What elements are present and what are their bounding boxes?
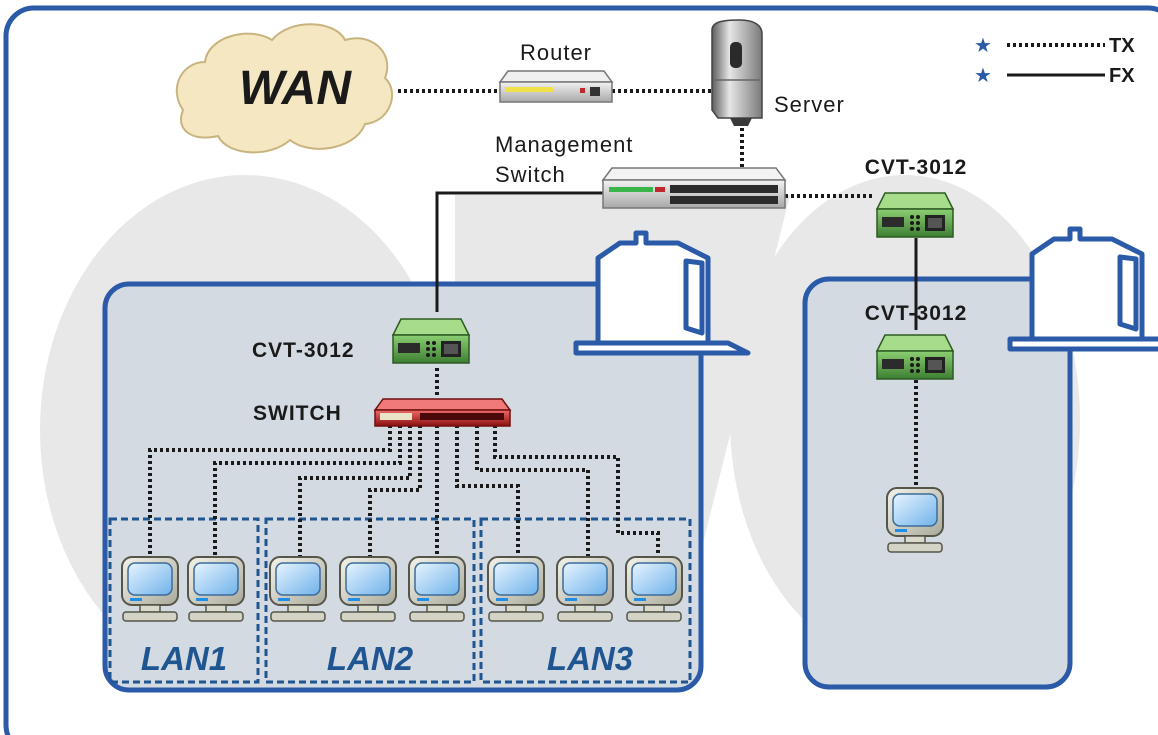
computer-icon <box>625 556 683 622</box>
legend-fx-label: FX <box>1109 65 1135 87</box>
computer-icon <box>556 556 614 622</box>
computer-icon <box>886 487 944 553</box>
computer-icon <box>187 556 245 622</box>
server-icon <box>711 19 763 126</box>
lan1-group <box>108 517 260 684</box>
computer-icon <box>121 556 179 622</box>
computer-icon <box>339 556 397 622</box>
computer-icon <box>269 556 327 622</box>
router-icon <box>498 70 614 103</box>
converter-right-bottom-label: CVT-3012 <box>865 302 968 325</box>
converter-icon-left <box>392 318 470 364</box>
converter-icon-right-top <box>876 192 954 238</box>
management-switch-label-line2: Switch <box>495 162 566 187</box>
lan3-group <box>479 517 692 684</box>
building-left <box>102 281 704 693</box>
wan-cloud-icon: WAN <box>175 23 394 154</box>
server-label: Server <box>774 92 845 117</box>
lan3-label: LAN3 <box>547 640 633 677</box>
star-icon: ★ <box>974 63 992 87</box>
computer-icon <box>408 556 466 622</box>
lan1-label: LAN1 <box>141 640 227 677</box>
converter-right-top-label: CVT-3012 <box>865 156 968 179</box>
building-right <box>802 276 1073 690</box>
converter-icon-right-bottom <box>876 334 954 380</box>
management-switch-label-line1: Management <box>495 132 633 157</box>
router-label: Router <box>520 40 592 65</box>
legend: ★ TX ★ FX <box>974 33 1135 87</box>
star-icon: ★ <box>974 33 992 57</box>
converter-left-label: CVT-3012 <box>252 339 355 362</box>
legend-tx-label: TX <box>1109 35 1135 57</box>
lan2-label: LAN2 <box>327 640 414 677</box>
computer-icon <box>487 556 545 622</box>
connections <box>148 89 918 557</box>
switch-label: SWITCH <box>253 402 342 425</box>
wan-label: WAN <box>239 62 352 115</box>
lan-groups <box>108 517 692 684</box>
management-switch-icon <box>601 167 787 209</box>
switch-icon <box>373 398 512 427</box>
